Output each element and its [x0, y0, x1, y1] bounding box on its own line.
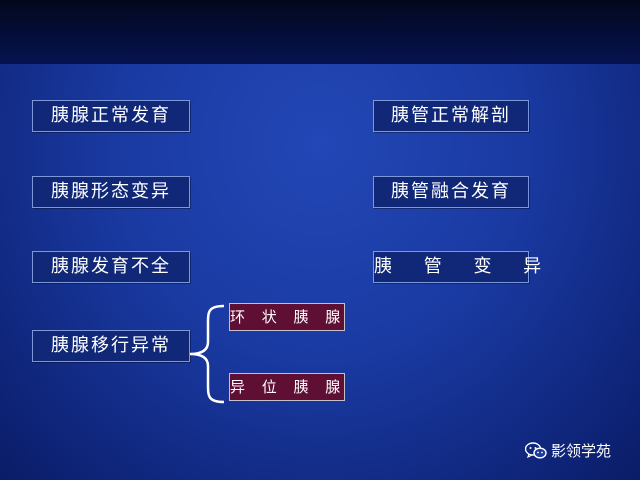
wechat-icon [525, 441, 547, 459]
box-ectopic-pancreas: 异 位 胰 腺 [229, 373, 345, 401]
curly-brace [189, 304, 225, 404]
slide-header-band [0, 0, 640, 64]
box-pancreas-migration-anomaly: 胰腺移行异常 [32, 330, 190, 362]
box-duct-variation: 胰 管 变 异 [373, 251, 541, 283]
box-pancreas-morphology-variation: 胰腺形态变异 [32, 176, 190, 208]
watermark-text: 影领学苑 [551, 442, 612, 460]
watermark: 影领学苑 [525, 440, 611, 461]
box-duct-fusion-development: 胰管融合发育 [373, 176, 529, 208]
box-annular-pancreas: 环 状 胰 腺 [229, 303, 345, 331]
box-pancreas-hypoplasia: 胰腺发育不全 [32, 251, 190, 283]
box-pancreas-normal-development: 胰腺正常发育 [32, 100, 190, 132]
box-duct-normal-anatomy: 胰管正常解剖 [373, 100, 529, 132]
